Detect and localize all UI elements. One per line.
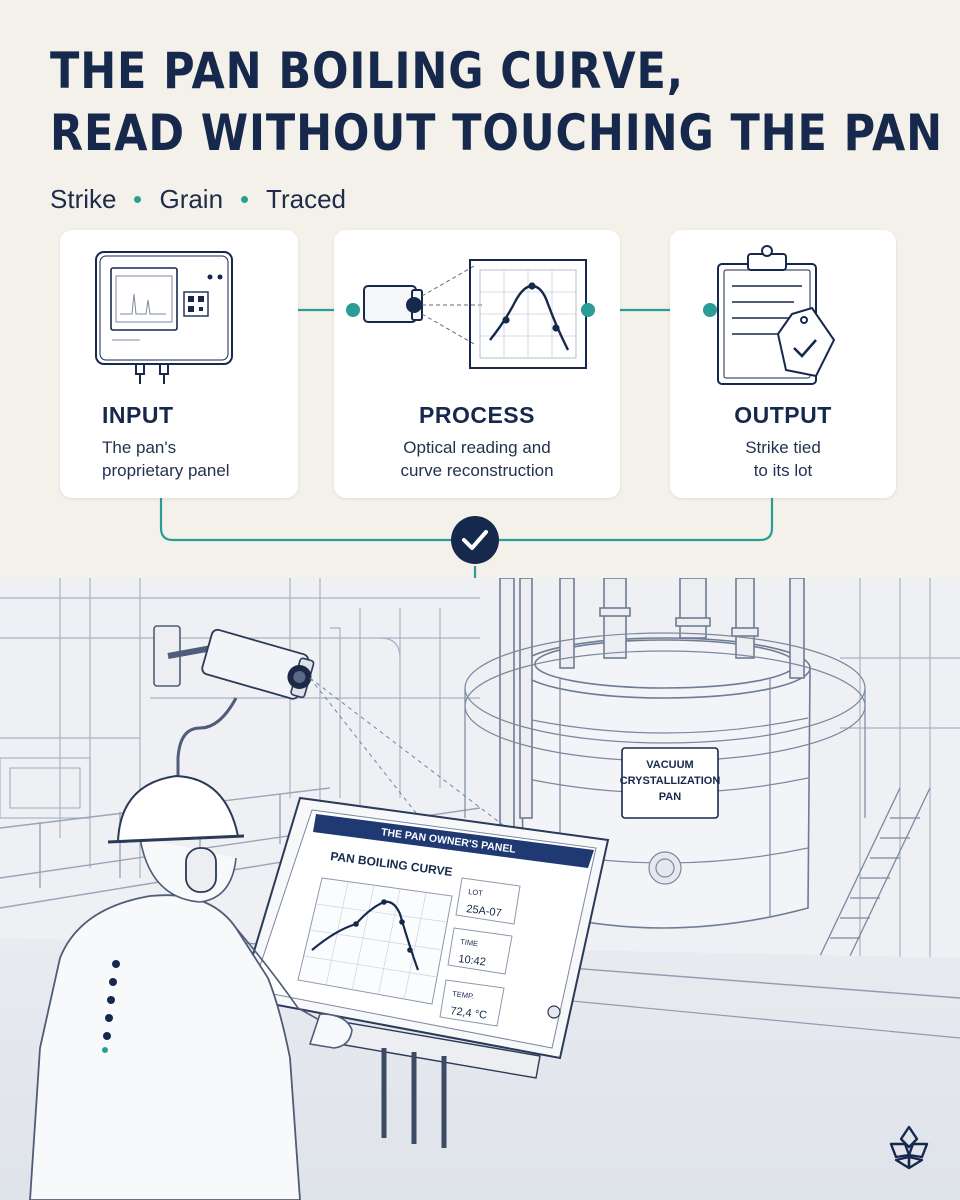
readout-temp-value: 72,4 °C: [450, 1005, 488, 1022]
tag-strike: Strike: [50, 184, 117, 214]
tag-separator: [134, 196, 142, 203]
step-desc-line: The pan's: [102, 438, 177, 457]
camera-sight-lines: [309, 677, 521, 839]
clipboard-tag-icon: [703, 245, 836, 385]
step-title-input: INPUT: [102, 402, 174, 428]
title-line-2: READ WITHOUT TOUCHING THE PAN: [50, 104, 943, 162]
tag-grain: Grain: [159, 184, 224, 214]
flower-logo-icon: [889, 1125, 929, 1170]
worker-figure: [29, 774, 353, 1200]
tag-separator: [241, 196, 249, 203]
step-desc-line: to its lot: [753, 461, 813, 480]
pan-owner-panel: THE PAN OWNER'S PANEL PAN BOILING CURVE …: [238, 796, 610, 1148]
camera-curve-icon: [346, 259, 595, 369]
step-title-output: OUTPUT: [734, 402, 832, 428]
step-desc-line: curve reconstruction: [400, 461, 554, 480]
tag-list: Strike Grain Traced: [50, 184, 346, 215]
readout-time-label: TIME: [460, 937, 479, 948]
vessel-label-line-2: CRYSTALLIZATION: [620, 775, 721, 787]
step-desc-input: The pan's proprietary panel: [60, 436, 298, 482]
tag-traced: Traced: [266, 184, 347, 214]
step-title-process: PROCESS: [419, 402, 535, 428]
security-camera: [153, 625, 315, 778]
factory-scene-illustration: VACUUM CRYSTALLIZATION PAN THE: [0, 578, 960, 1200]
readout-lot-value: 25A-07: [466, 903, 503, 920]
readout-temp-label: TEMP.: [452, 989, 475, 1001]
step-desc-process: Optical reading and curve reconstruction: [334, 436, 620, 482]
step-desc-line: proprietary panel: [102, 461, 230, 480]
step-card-process: PROCESS Optical reading and curve recons…: [334, 230, 620, 498]
title-line-1: THE PAN BOILING CURVE,: [50, 42, 684, 100]
step-desc-line: Strike tied: [745, 438, 821, 457]
control-panel-icon: [95, 251, 233, 384]
page-title: THE PAN BOILING CURVE, READ WITHOUT TOUC…: [50, 40, 943, 164]
checkmark-icon: [451, 516, 499, 564]
vessel-label-line-3: PAN: [659, 791, 681, 803]
step-card-input: INPUT The pan's proprietary panel: [60, 230, 298, 498]
readout-time-value: 10:42: [458, 953, 487, 968]
step-desc-output: Strike tied to its lot: [670, 436, 896, 482]
readout-lot-label: LOT: [468, 887, 484, 898]
step-card-output: OUTPUT Strike tied to its lot: [670, 230, 896, 498]
step-desc-line: Optical reading and: [403, 438, 551, 457]
vessel-label-line-1: VACUUM: [646, 759, 693, 771]
